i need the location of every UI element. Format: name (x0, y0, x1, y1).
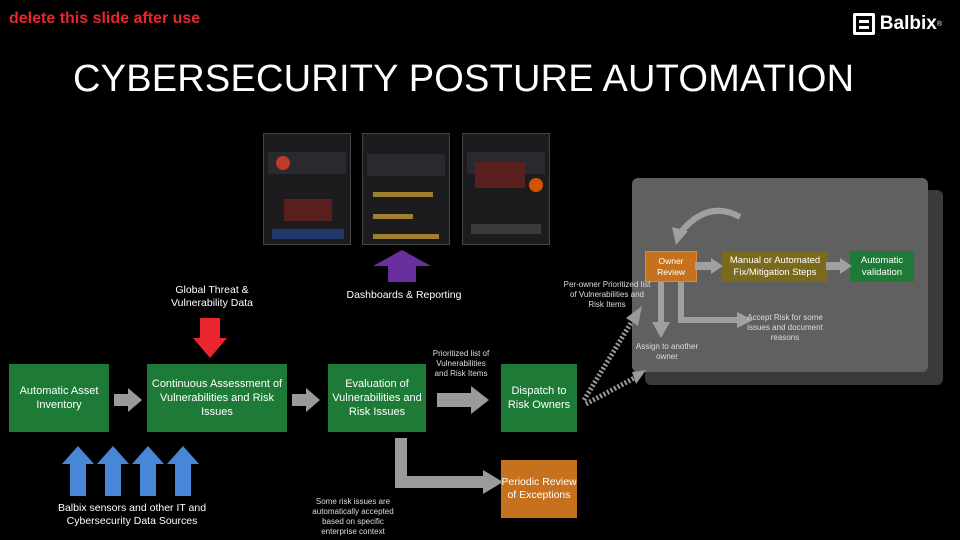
gray-right-arrow-icon (292, 388, 320, 412)
brand-name: Balbix (879, 13, 937, 34)
assign-owner-note: Assign to another owner (635, 342, 699, 361)
per-owner-note: Per-owner Prioritized list of Vulnerabil… (563, 280, 651, 309)
blue-up-arrow-icon (62, 446, 199, 496)
dashboard-screenshot-3 (462, 133, 550, 245)
accept-risk-arrow-icon (678, 282, 753, 328)
dotted-arrow-icon (581, 306, 646, 407)
sensors-label: Balbix sensors and other IT and Cybersec… (57, 502, 207, 527)
asset-inventory-box: Automatic Asset Inventory (9, 364, 109, 432)
gray-right-arrow-icon (114, 388, 142, 412)
auto-validation-box: Automatic validation (850, 251, 914, 282)
prioritized-note: Prioritized list of Vulnerabilities and … (432, 349, 490, 378)
assign-down-arrow-icon (652, 282, 670, 338)
brand-mark: ® (936, 20, 942, 28)
owner-review-box: Owner Review (645, 251, 697, 282)
global-threat-label: Global Threat & Vulnerability Data (171, 284, 253, 309)
balbix-logo-icon (852, 13, 875, 35)
dispatch-box: Dispatch to Risk Owners (501, 364, 577, 432)
gray-elbow-arrow-icon (395, 438, 503, 494)
curved-arrow-icon (672, 207, 742, 245)
fix-steps-box: Manual or Automated Fix/Mitigation Steps (722, 251, 828, 282)
purple-up-arrow-icon (373, 250, 431, 282)
slide-note: delete this slide after use (9, 10, 201, 27)
gray-right-arrow-icon (826, 258, 852, 274)
dashboard-screenshot-1 (263, 133, 351, 245)
dashboard-screenshot-2 (362, 133, 450, 245)
dashboards-label: Dashboards & Reporting (346, 289, 462, 301)
brand-logo: Balbix ® (852, 10, 942, 38)
red-down-arrow-icon (193, 318, 227, 358)
gray-right-arrow-icon (437, 386, 489, 414)
continuous-assessment-box: Continuous Assessment of Vulnerabilities… (147, 364, 287, 432)
gray-right-arrow-icon (695, 258, 723, 274)
periodic-review-box: Periodic Review of Exceptions (501, 460, 577, 518)
auto-accepted-note: Some risk issues are automatically accep… (312, 497, 394, 536)
accept-risk-note: Accept Risk for some issues and document… (747, 313, 823, 342)
page-title: CYBERSECURITY POSTURE AUTOMATION (73, 58, 855, 100)
evaluation-box: Evaluation of Vulnerabilities and Risk I… (328, 364, 426, 432)
